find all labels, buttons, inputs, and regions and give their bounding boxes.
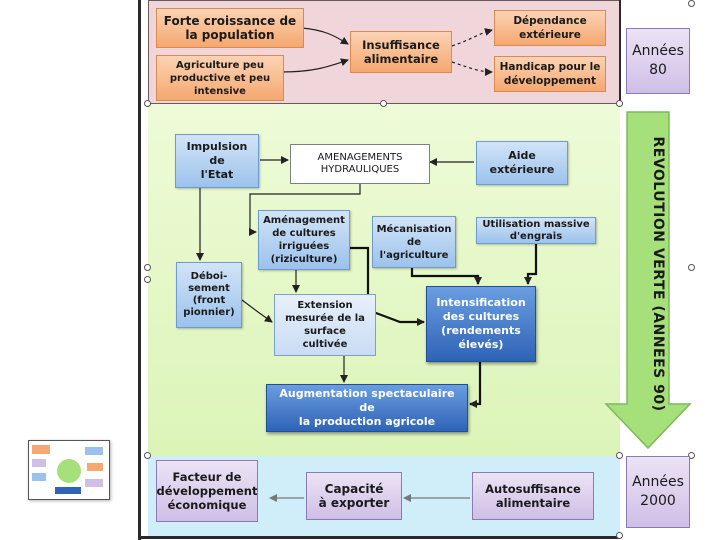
- label-revolution-verte: REVOLUTION VERTE (ANNEES 90): [646, 124, 670, 424]
- selection-handle[interactable]: [144, 100, 151, 107]
- slide-thumbnail-preview-icon: [32, 445, 103, 494]
- arrow-insuffisance-handicap: [451, 61, 493, 76]
- box-utilisation-massive-engrais: Utilisation massive d'engrais: [476, 217, 596, 244]
- selection-handle[interactable]: [144, 276, 151, 283]
- box-facteur-developpement-economique: Facteur de développement économique: [156, 460, 258, 522]
- selection-handle[interactable]: [688, 452, 695, 459]
- selection-handle[interactable]: [616, 532, 623, 539]
- box-handicap-developpement: Handicap pour le développement: [494, 56, 606, 92]
- label-annees-2000: Années 2000: [626, 456, 690, 528]
- box-forte-croissance-population: Forte croissance de la population: [156, 8, 304, 48]
- selection-handle[interactable]: [688, 0, 695, 7]
- arrow-insuffisance-dependance: [451, 28, 493, 47]
- box-autosuffisance-alimentaire: Autosuffisance alimentaire: [472, 472, 594, 520]
- box-amenagements-hydrauliques: AMENAGEMENTS HYDRAULIQUES: [290, 144, 430, 184]
- selection-handle[interactable]: [144, 452, 151, 459]
- box-augmentation-production-agricole: Augmentation spectaculaire de la product…: [266, 384, 468, 432]
- arrow-intensification-augmentation: [469, 362, 482, 408]
- right-frame-line: [619, 0, 621, 104]
- box-insuffisance-alimentaire: Insuffisance alimentaire: [350, 31, 452, 73]
- box-impulsion-etat: Impulsion de l'Etat: [175, 134, 259, 188]
- box-deboisement-front-pionnier: Déboi- sement (front pionnier): [176, 262, 242, 328]
- box-extension-surface-cultivee: Extension mesurée de la surface cultivée: [274, 294, 376, 356]
- selection-handle[interactable]: [616, 100, 623, 107]
- box-aide-exterieure: Aide extérieure: [476, 141, 568, 185]
- selection-handle[interactable]: [380, 100, 387, 107]
- slide-thumbnail[interactable]: [28, 440, 110, 500]
- arrow-population-insuffisance: [301, 27, 349, 45]
- selection-handle[interactable]: [688, 264, 695, 271]
- arrow-engrais-intensification: [524, 244, 538, 285]
- arrow-agriculture-insuffisance: [281, 58, 349, 73]
- box-mecanisation-agriculture: Mécanisation de l'agriculture: [372, 216, 456, 268]
- selection-handle[interactable]: [144, 264, 151, 271]
- box-amenagement-cultures-irriguees: Aménagement de cultures irriguées (rizic…: [258, 210, 350, 270]
- revolution-verte-arrow: [604, 111, 692, 450]
- left-frame-line: [138, 0, 141, 540]
- arrow-deboisement-extension: [241, 299, 273, 323]
- arrow-mecanisation-intensification: [410, 268, 482, 285]
- box-capacite-exporter: Capacité à exporter: [306, 472, 402, 520]
- revolution-verte-text: REVOLUTION VERTE (ANNEES 90): [650, 136, 666, 412]
- box-intensification-cultures: Intensification des cultures (rendements…: [426, 286, 536, 362]
- arrow-amenagements-cultures: [249, 184, 361, 236]
- selection-handle[interactable]: [616, 452, 623, 459]
- box-agriculture-peu-productive: Agriculture peu productive et peu intens…: [156, 55, 284, 101]
- label-annees-80: Années 80: [626, 28, 690, 94]
- bottom-frame-line: [138, 536, 620, 539]
- box-dependance-exterieure: Dépendance extérieure: [494, 10, 606, 46]
